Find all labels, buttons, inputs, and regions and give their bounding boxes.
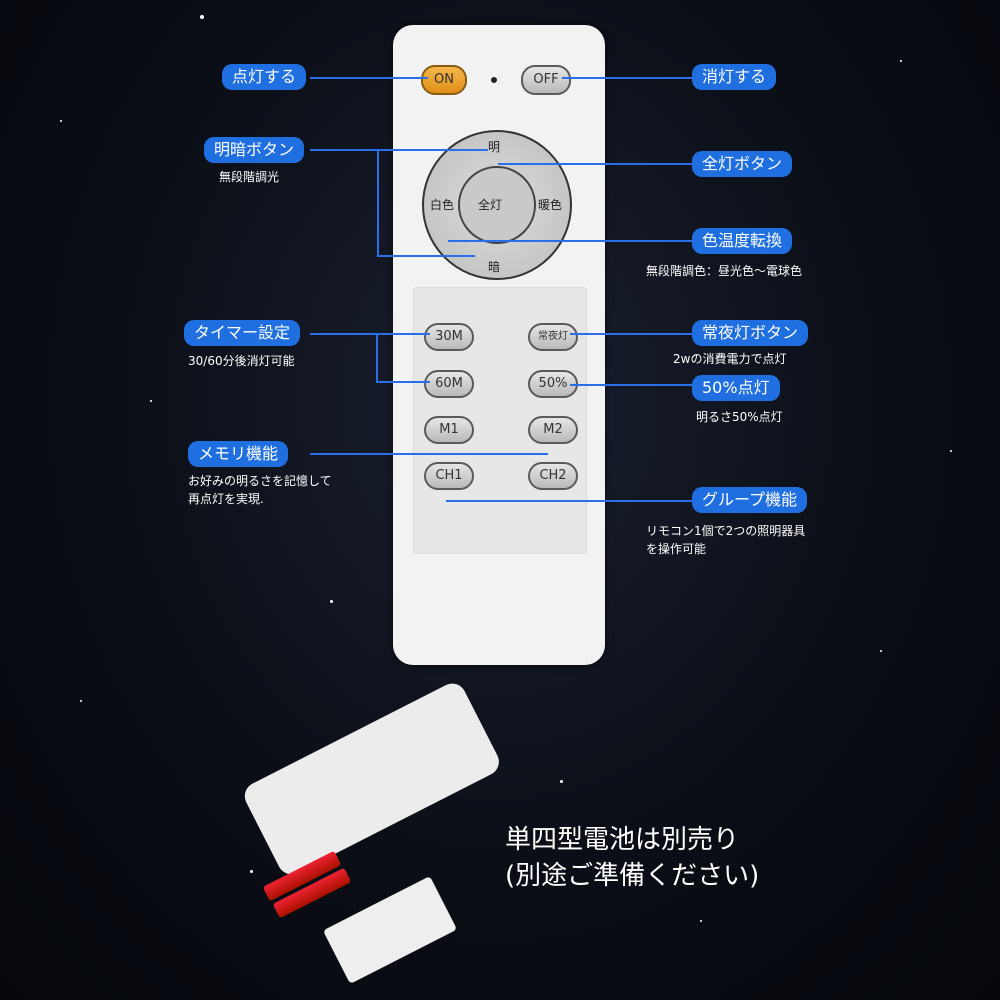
night-light-button[interactable]: 常夜灯 (528, 323, 578, 351)
desc-group: リモコン1個で2つの照明器具 を操作可能 (646, 524, 806, 556)
label-timer: タイマー設定 (184, 320, 301, 346)
timer-30m-button[interactable]: 30M (424, 323, 474, 351)
warm-color-button[interactable]: 暖色 (538, 198, 563, 212)
label-light-off: 消灯する (692, 64, 777, 90)
dimmer-button[interactable]: 暗 (488, 260, 501, 274)
dpad: 明 暗 白色 暖色 全灯 (422, 130, 572, 280)
desc-memory: お好みの明るさを記憶して 再点灯を実現. (188, 474, 332, 506)
half-light-button[interactable]: 50% (528, 370, 578, 398)
channel-1-button[interactable]: CH1 (424, 462, 474, 490)
desc-half-light: 明るさ50%点灯 (696, 410, 783, 424)
battery-lid (322, 876, 458, 984)
battery-note: 単四型電池は別売り (別途ご準備ください) (505, 822, 759, 894)
connector-line (446, 500, 694, 502)
label-group: グループ機能 (692, 487, 808, 513)
label-memory: メモリ機能 (188, 441, 289, 467)
connector-line (376, 333, 378, 381)
indicator-led (491, 77, 497, 83)
off-button[interactable]: OFF (521, 65, 571, 95)
remote-control: ON OFF 明 暗 白色 暖色 全灯 30M 常夜灯 60M 50% M1 M… (393, 25, 605, 665)
label-light-on: 点灯する (222, 64, 307, 90)
label-brightness: 明暗ボタン (204, 137, 305, 163)
desc-brightness: 無段階調光 (219, 170, 280, 184)
connector-line (562, 77, 694, 79)
label-half-light: 50%点灯 (692, 375, 780, 401)
connector-line (448, 240, 694, 242)
connector-line (570, 384, 694, 386)
desc-timer: 30/60分後消灯可能 (188, 354, 295, 368)
full-light-button[interactable]: 全灯 (458, 166, 536, 244)
on-button[interactable]: ON (421, 65, 467, 95)
connector-line (498, 163, 694, 165)
battery-note-line1: 単四型電池は別売り (505, 825, 740, 855)
battery-note-line2: (別途ご準備ください) (505, 861, 760, 891)
timer-60m-button[interactable]: 60M (424, 370, 474, 398)
connector-line (376, 381, 430, 383)
connector-line (310, 77, 428, 79)
channel-2-button[interactable]: CH2 (528, 462, 578, 490)
desc-night-light: 2wの消費電力で点灯 (673, 352, 787, 366)
label-night-light: 常夜灯ボタン (692, 320, 809, 346)
memory-1-button[interactable]: M1 (424, 416, 474, 444)
connector-line (570, 333, 694, 335)
function-panel: 30M 常夜灯 60M 50% M1 M2 CH1 CH2 (413, 287, 587, 554)
label-full-light: 全灯ボタン (692, 151, 793, 177)
cool-color-button[interactable]: 白色 (430, 198, 455, 212)
connector-line (377, 149, 379, 255)
desc-color-temp: 無段階調色：昼光色～電球色 (646, 264, 803, 278)
full-light-label: 全灯 (478, 198, 503, 212)
label-color-temp: 色温度転換 (692, 228, 793, 254)
connector-line (310, 453, 548, 455)
connector-line (310, 333, 430, 335)
connector-line (310, 149, 488, 151)
remote-back-view (240, 678, 504, 880)
brighter-button[interactable]: 明 (488, 140, 501, 154)
connector-line (377, 255, 475, 257)
memory-2-button[interactable]: M2 (528, 416, 578, 444)
